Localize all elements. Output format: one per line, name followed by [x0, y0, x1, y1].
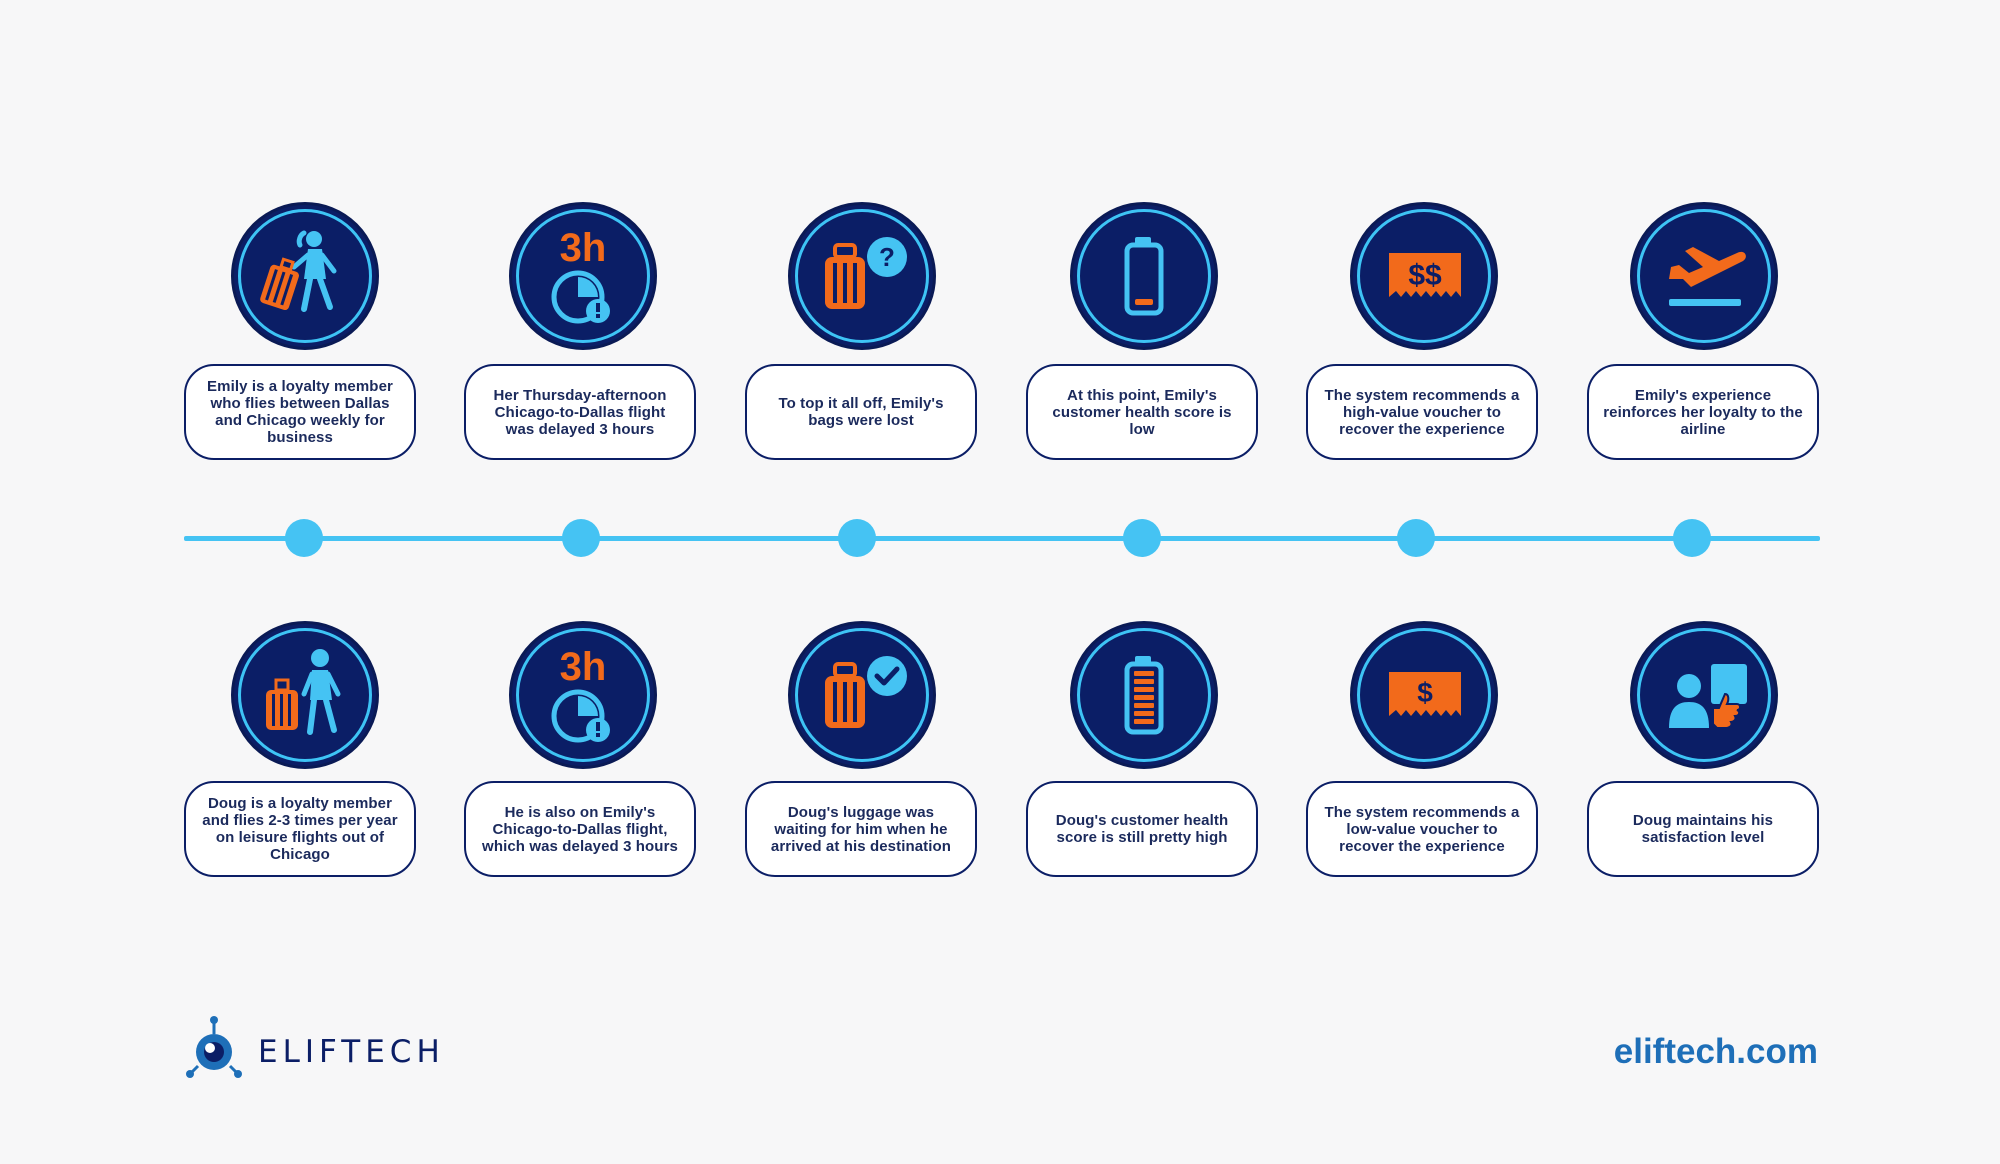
story-card: He is also on Emily's Chicago-to-Dallas …: [464, 781, 696, 877]
eliftech-logo-icon: [186, 1016, 242, 1078]
story-card: Doug's luggage was waiting for him when …: [745, 781, 977, 877]
card-text: The system recommends a high-value vouch…: [1324, 386, 1520, 438]
timeline-dot: [562, 519, 600, 557]
high-value-voucher-icon: $$: [1350, 202, 1498, 350]
brand-name: ELIFTECH: [258, 1034, 445, 1070]
story-card: Emily is a loyalty member who flies betw…: [184, 364, 416, 460]
timeline-dot: [285, 519, 323, 557]
svg-text:?: ?: [879, 242, 895, 272]
delay-badge: 3h: [560, 226, 607, 270]
story-card: Doug maintains his satisfaction level: [1587, 781, 1819, 877]
brand-url-link[interactable]: eliftech.com: [1613, 1032, 1818, 1071]
timeline-dot: [1123, 519, 1161, 557]
luggage-found-icon: [788, 621, 936, 769]
man-with-luggage-icon: [231, 621, 379, 769]
story-card: The system recommends a low-value vouche…: [1306, 781, 1538, 877]
card-text: Emily is a loyalty member who flies betw…: [207, 378, 393, 446]
timeline-dot: [838, 519, 876, 557]
lost-luggage-icon: ?: [788, 202, 936, 350]
woman-with-luggage-icon: [231, 202, 379, 350]
story-card: At this point, Emily's customer health s…: [1026, 364, 1258, 460]
card-text: Doug maintains his satisfaction level: [1632, 812, 1774, 846]
timeline-dot: [1673, 519, 1711, 557]
story-card: Her Thursday-afternoon Chicago-to-Dallas…: [464, 364, 696, 460]
card-text: Doug's customer health score is still pr…: [1055, 812, 1229, 846]
full-battery-icon: [1070, 621, 1218, 769]
card-text: Doug's luggage was waiting for him when …: [770, 803, 952, 855]
low-battery-icon: [1070, 202, 1218, 350]
timeline-dot: [1397, 519, 1435, 557]
story-card: To top it all off, Emily's bags were los…: [745, 364, 977, 460]
card-text: He is also on Emily's Chicago-to-Dallas …: [482, 803, 678, 855]
timeline-line: [184, 536, 1820, 541]
story-card: Emily's experience reinforces her loyalt…: [1587, 364, 1819, 460]
card-text: Her Thursday-afternoon Chicago-to-Dallas…: [493, 386, 667, 438]
card-text: Doug is a loyalty member and flies 2-3 t…: [202, 795, 398, 863]
low-value-voucher-icon: $: [1350, 621, 1498, 769]
story-card: Doug's customer health score is still pr…: [1026, 781, 1258, 877]
voucher-symbol: $: [1417, 677, 1433, 708]
satisfied-customer-icon: [1630, 621, 1778, 769]
plane-takeoff-icon: [1630, 202, 1778, 350]
card-text: Emily's experience reinforces her loyalt…: [1603, 386, 1803, 438]
delay-clock-3h-icon: 3h: [509, 621, 657, 769]
delay-badge: 3h: [560, 645, 607, 689]
story-card: The system recommends a high-value vouch…: [1306, 364, 1538, 460]
story-card: Doug is a loyalty member and flies 2-3 t…: [184, 781, 416, 877]
card-text: The system recommends a low-value vouche…: [1324, 803, 1520, 855]
delay-clock-3h-icon: 3h: [509, 202, 657, 350]
card-text: At this point, Emily's customer health s…: [1052, 386, 1232, 438]
voucher-symbol: $$: [1408, 259, 1442, 292]
card-text: To top it all off, Emily's bags were los…: [778, 395, 944, 429]
